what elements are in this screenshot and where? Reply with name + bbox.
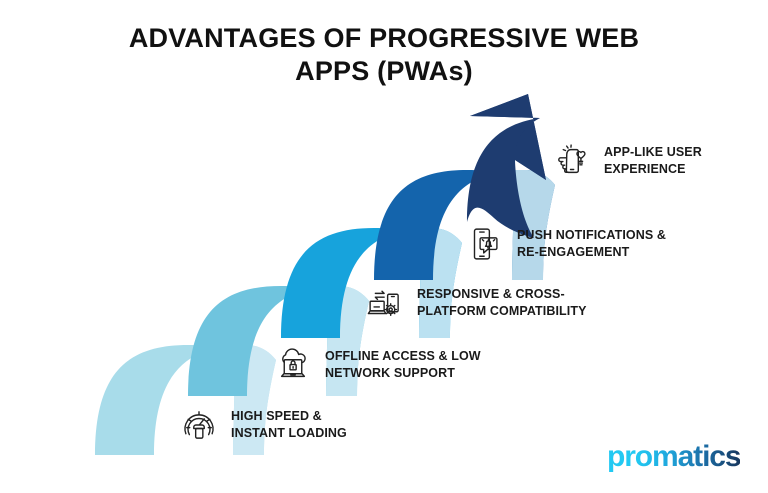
hand-phone-heart-icon [551, 140, 593, 182]
step-item-push-notifications[interactable]: PUSH NOTIFICATIONS & RE-ENGAGEMENT [464, 223, 666, 265]
step-label: APP-LIKE USER EXPERIENCE [604, 145, 702, 176]
ribbon-band-1 [95, 345, 276, 455]
cloud-lock-laptop-icon [272, 344, 314, 386]
page-title-line-2: APPS (PWAs) [295, 56, 473, 86]
page-title-line-1: ADVANTAGES OF PROGRESSIVE WEB [128, 23, 640, 53]
page-title: ADVANTAGES OF PROGRESSIVE WEB APPS (PWAs… [104, 22, 664, 88]
step-item-app-like-experience[interactable]: APP-LIKE USER EXPERIENCE [551, 140, 702, 182]
step-label: HIGH SPEED & INSTANT LOADING [231, 409, 347, 440]
ribbon-band-2 [188, 286, 369, 396]
step-item-responsive-cross-platform[interactable]: RESPONSIVE & CROSS- PLATFORM COMPATIBILI… [364, 282, 587, 324]
ribbon-band-3 [281, 228, 462, 338]
ribbon-band-4 [374, 170, 555, 280]
ribbon-arrow-head [467, 94, 546, 238]
devices-gear-icon [364, 282, 406, 324]
step-item-offline-access[interactable]: OFFLINE ACCESS & LOW NETWORK SUPPORT [272, 344, 481, 386]
step-label: PUSH NOTIFICATIONS & RE-ENGAGEMENT [517, 228, 666, 259]
step-item-high-speed[interactable]: HIGH SPEED & INSTANT LOADING [178, 404, 347, 446]
step-label: OFFLINE ACCESS & LOW NETWORK SUPPORT [325, 349, 481, 380]
step-label: RESPONSIVE & CROSS- PLATFORM COMPATIBILI… [417, 287, 587, 318]
phone-bell-icon [464, 223, 506, 265]
speedometer-icon [178, 404, 220, 446]
promatics-logo[interactable]: promatics [607, 440, 742, 473]
